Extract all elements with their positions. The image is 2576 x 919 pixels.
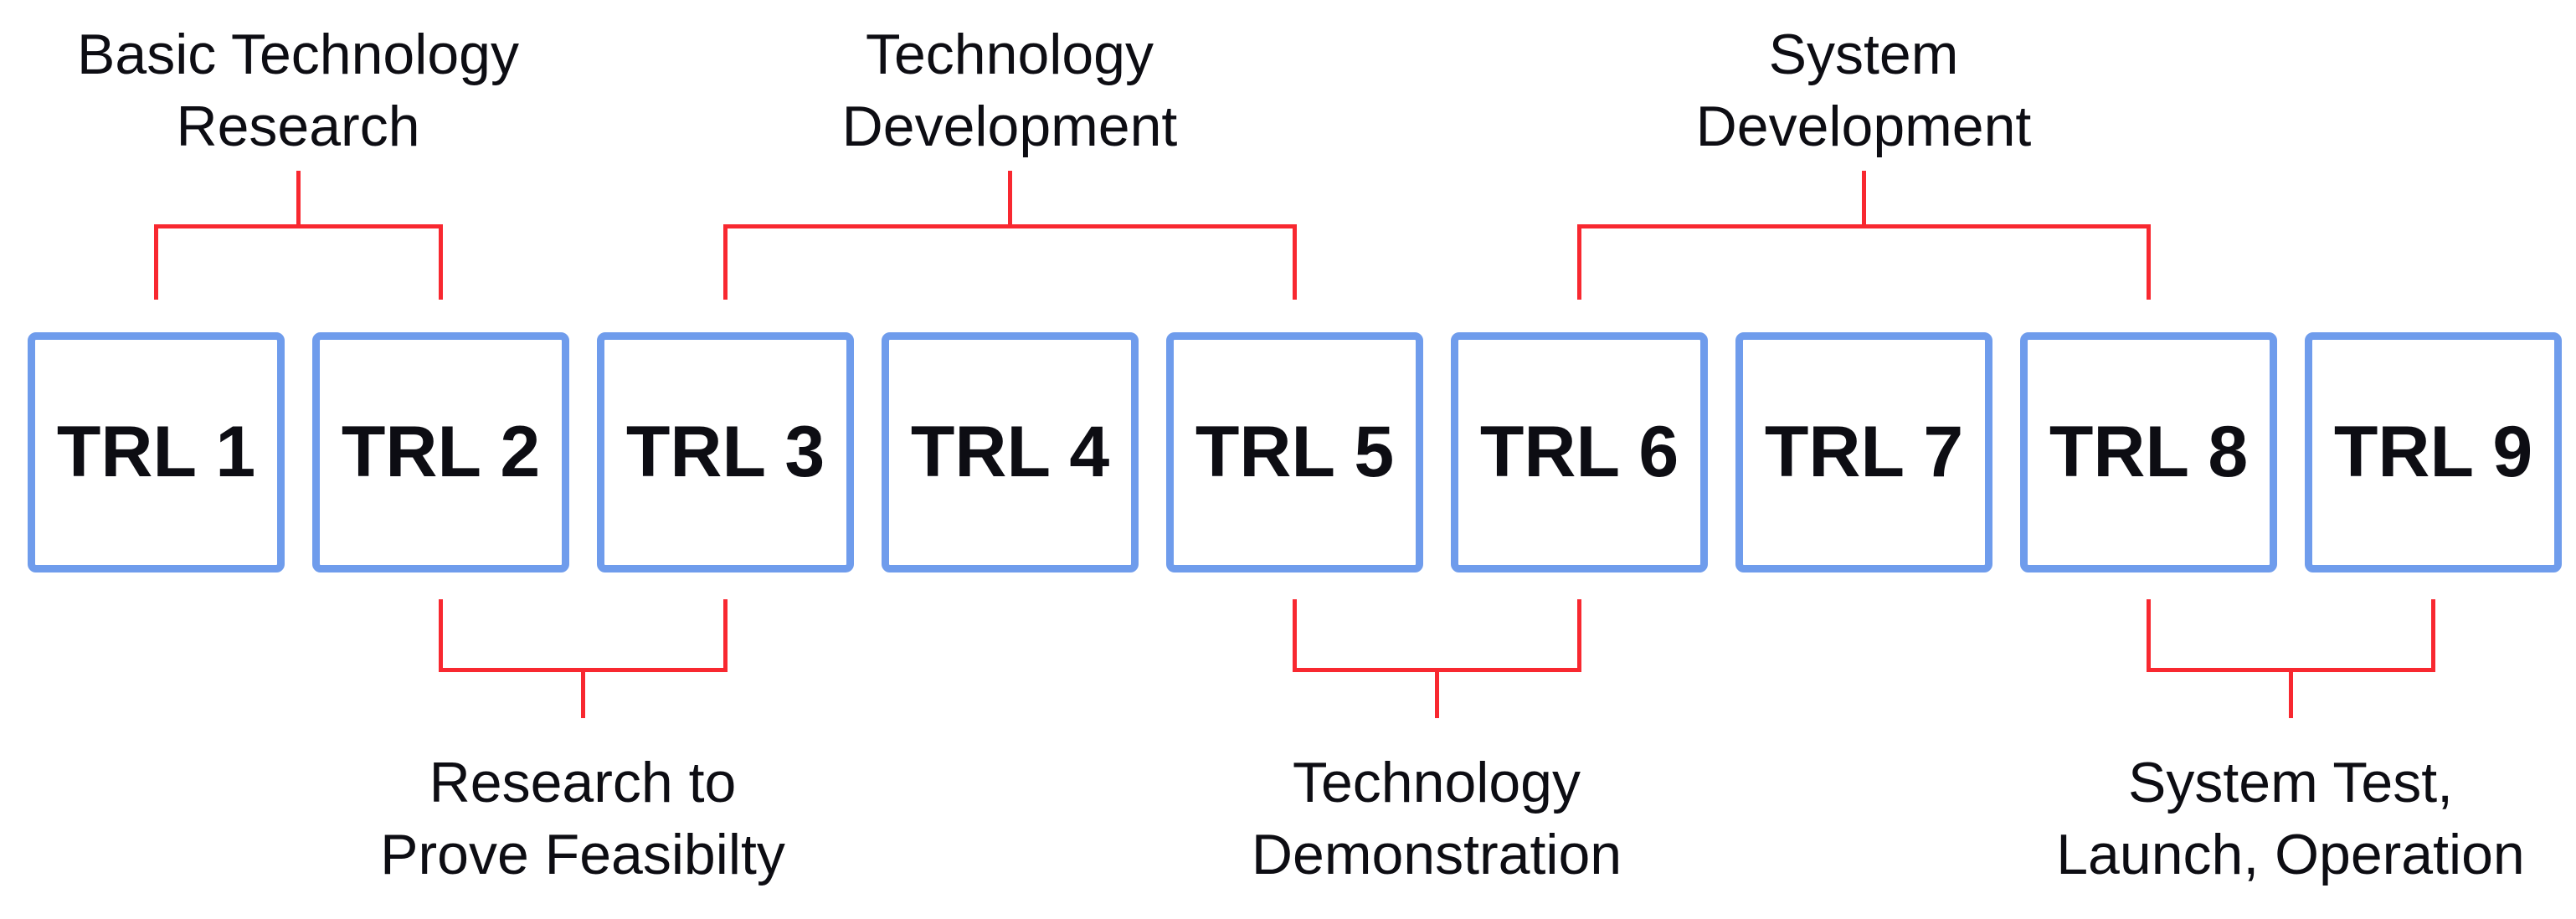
bracket-left-tick	[1577, 224, 1581, 300]
group-label-system-test-launch-operation: System Test, Launch, Operation	[1989, 747, 2576, 891]
bracket-horizontal	[154, 224, 443, 228]
group-label-line2: Demonstration	[1251, 823, 1622, 886]
trl-box-5: TRL 5	[1166, 332, 1423, 572]
trl-box-8: TRL 8	[2020, 332, 2277, 572]
bracket-stem	[1008, 171, 1012, 228]
bracket-right-tick	[439, 224, 443, 300]
trl-box-4: TRL 4	[882, 332, 1139, 572]
group-label-line2: Prove Feasibilty	[380, 823, 785, 886]
group-label-line1: Technology	[865, 23, 1154, 86]
trl-box-2: TRL 2	[312, 332, 569, 572]
group-label-line1: Basic Technology	[77, 23, 519, 86]
trl-box-1: TRL 1	[28, 332, 285, 572]
group-label-research-to-prove-feasibility: Research to Prove Feasibilty	[281, 747, 884, 891]
bracket-right-tick	[1577, 599, 1581, 672]
bracket-right-tick	[723, 599, 728, 672]
bracket-left-tick	[1293, 599, 1297, 672]
trl-box-7: TRL 7	[1735, 332, 1992, 572]
bracket-horizontal	[1577, 224, 2151, 228]
bracket-right-tick	[2431, 599, 2435, 672]
bracket-stem	[581, 668, 585, 718]
group-label-line2: Development	[841, 95, 1178, 158]
group-label-line1: System	[1768, 23, 1959, 86]
bracket-horizontal	[723, 224, 1297, 228]
bracket-stem	[1862, 171, 1866, 228]
bracket-right-tick	[1293, 224, 1297, 300]
bracket-left-tick	[154, 224, 158, 300]
group-label-line1: Research to	[429, 751, 737, 814]
bracket-left-tick	[2147, 599, 2151, 672]
bracket-right-tick	[2147, 224, 2151, 300]
group-label-line2: Launch, Operation	[2056, 823, 2525, 886]
bracket-left-tick	[723, 224, 728, 300]
trl-box-6: TRL 6	[1451, 332, 1708, 572]
bracket-stem	[296, 171, 301, 228]
trl-box-9: TRL 9	[2305, 332, 2562, 572]
group-label-line1: System Test,	[2128, 751, 2453, 814]
bracket-stem	[2289, 668, 2293, 718]
group-label-line2: Research	[176, 95, 420, 158]
bracket-left-tick	[439, 599, 443, 672]
bracket-stem	[1435, 668, 1439, 718]
trl-box-3: TRL 3	[597, 332, 854, 572]
group-label-line2: Development	[1695, 95, 2032, 158]
group-label-line1: Technology	[1292, 751, 1581, 814]
